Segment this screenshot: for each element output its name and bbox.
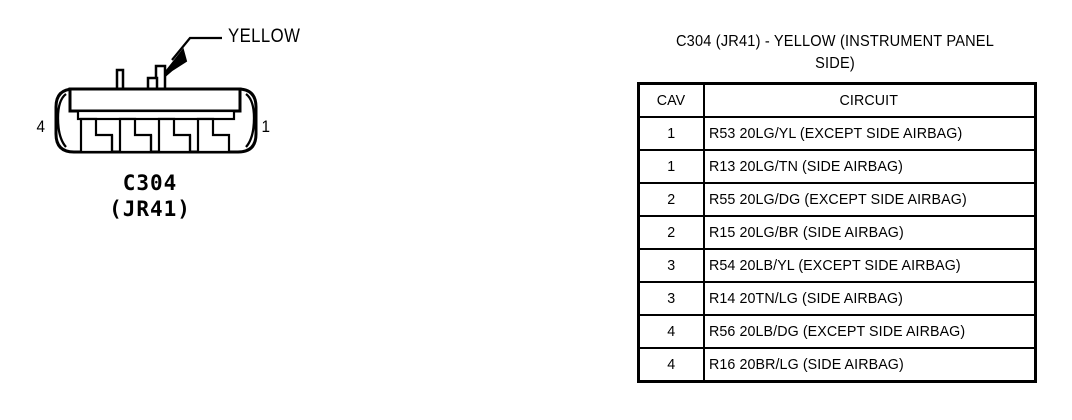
table-title-line1: C304 (JR41) - YELLOW (INSTRUMENT PANEL xyxy=(675,33,995,50)
cell-cav: 3 xyxy=(637,281,705,316)
cavity-dividers xyxy=(110,135,192,152)
table-header-row: CAV CIRCUIT xyxy=(637,82,1037,118)
table-title: C304 (JR41) - YELLOW (INSTRUMENT PANEL S… xyxy=(633,31,1037,75)
cell-circuit: R16 20BR/LG (SIDE AIRBAG) xyxy=(702,347,1037,383)
cell-cav: 3 xyxy=(637,248,705,283)
pin-number-left: 4 xyxy=(36,117,45,136)
connector-top-tabs xyxy=(115,64,167,92)
column-header-cav: CAV xyxy=(637,82,705,118)
terminal-cavities xyxy=(79,117,231,154)
cell-circuit: R53 20LG/YL (EXCEPT SIDE AIRBAG) xyxy=(702,116,1037,151)
cell-circuit: R15 20LG/BR (SIDE AIRBAG) xyxy=(702,215,1037,250)
connector-inner-housing xyxy=(68,87,242,121)
cell-circuit: R56 20LB/DG (EXCEPT SIDE AIRBAG) xyxy=(702,314,1037,349)
column-header-circuit: CIRCUIT xyxy=(702,82,1037,118)
cell-cav: 4 xyxy=(637,347,705,383)
table-title-line2: SIDE) xyxy=(815,55,855,72)
pin-number-right: 1 xyxy=(261,117,270,136)
cavity-table-panel: C304 (JR41) - YELLOW (INSTRUMENT PANEL S… xyxy=(620,0,1072,420)
callout-label-yellow: YELLOW xyxy=(228,26,301,47)
cell-cav: 2 xyxy=(637,215,705,250)
connector-id: C304 xyxy=(122,171,178,195)
cell-circuit: R13 20LG/TN (SIDE AIRBAG) xyxy=(702,149,1037,184)
cell-circuit: R14 20TN/LG (SIDE AIRBAG) xyxy=(702,281,1037,316)
cell-cav: 1 xyxy=(637,116,705,151)
connector-drawing xyxy=(54,36,258,154)
cavity-1 xyxy=(196,117,231,154)
cell-cav: 2 xyxy=(637,182,705,217)
callout-leader-line xyxy=(171,36,222,61)
connector-name-label: C304 (JR41) xyxy=(0,170,300,222)
connector-illustration-panel: YELLOW 4 1 C304 (JR41) xyxy=(0,26,301,222)
cell-cav: 1 xyxy=(637,149,705,184)
cell-cav: 4 xyxy=(637,314,705,349)
cell-circuit: R54 20LB/YL (EXCEPT SIDE AIRBAG) xyxy=(702,248,1037,283)
cell-circuit: R55 20LG/DG (EXCEPT SIDE AIRBAG) xyxy=(702,182,1037,217)
connector-code: (JR41) xyxy=(109,197,191,221)
